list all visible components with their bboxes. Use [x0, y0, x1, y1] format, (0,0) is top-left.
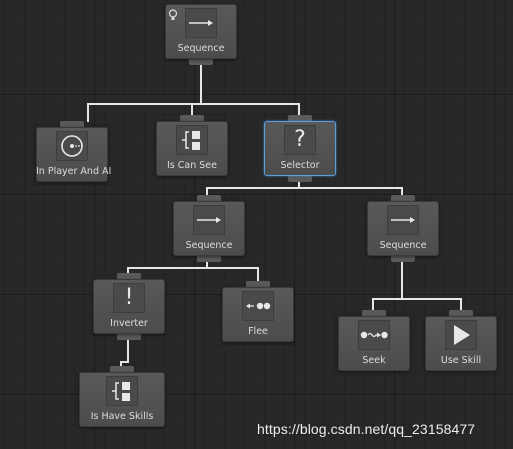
node-label: Sequence	[177, 43, 225, 54]
seek-icon	[358, 320, 390, 350]
node-label: Sequence	[185, 240, 233, 251]
input-port[interactable]	[110, 366, 134, 372]
play-icon	[445, 320, 477, 350]
node-inverter[interactable]: ! Inverter	[93, 273, 165, 340]
arrow-right-icon	[193, 205, 225, 235]
node-in-player-and-ai[interactable]: In Player And AI	[36, 121, 112, 182]
input-port[interactable]	[391, 195, 415, 201]
input-port[interactable]	[449, 310, 473, 316]
exclamation-icon: !	[113, 283, 145, 313]
node-is-have-skills[interactable]: Is Have Skills	[79, 366, 165, 427]
input-port[interactable]	[362, 310, 386, 316]
output-port[interactable]	[391, 256, 415, 262]
input-port[interactable]	[60, 121, 84, 127]
node-use-skill[interactable]: Use Skill	[425, 310, 497, 371]
conditional-node-icon	[56, 131, 88, 161]
task-tree-icon	[106, 376, 138, 406]
input-port[interactable]	[246, 281, 270, 287]
node-label: Flee	[248, 326, 268, 337]
input-port[interactable]	[117, 273, 141, 279]
lightbulb-icon	[168, 6, 178, 25]
output-port[interactable]	[288, 176, 312, 182]
watermark-text: https://blog.csdn.net/qq_23158477	[257, 421, 476, 437]
node-selector[interactable]: ? Selector	[264, 115, 336, 182]
arrow-right-icon	[185, 8, 217, 38]
node-label: Is Can See	[167, 160, 217, 171]
input-port[interactable]	[288, 115, 312, 121]
node-label: Seek	[362, 355, 386, 366]
node-label: Is Have Skills	[90, 411, 154, 422]
node-label: Selector	[280, 160, 320, 171]
task-tree-icon	[176, 125, 208, 155]
arrow-right-icon	[387, 205, 419, 235]
node-label: Inverter	[110, 318, 148, 329]
output-port[interactable]	[117, 334, 141, 340]
node-label: Use Skill	[440, 355, 482, 366]
question-mark-icon: ?	[284, 125, 316, 155]
node-sequence-left[interactable]: Sequence	[173, 195, 245, 262]
node-flee[interactable]: Flee	[222, 281, 294, 342]
output-port[interactable]	[197, 256, 221, 262]
input-port[interactable]	[197, 195, 221, 201]
node-is-can-see[interactable]: Is Can See	[156, 115, 228, 176]
output-port[interactable]	[189, 59, 213, 65]
node-seek[interactable]: Seek	[338, 310, 410, 371]
flee-icon	[242, 291, 274, 321]
node-sequence-right[interactable]: Sequence	[367, 195, 439, 262]
node-sequence-root[interactable]: Sequence	[165, 4, 237, 65]
input-port[interactable]	[180, 115, 204, 121]
node-label: Sequence	[379, 240, 427, 251]
node-label: In Player And AI	[36, 166, 112, 177]
